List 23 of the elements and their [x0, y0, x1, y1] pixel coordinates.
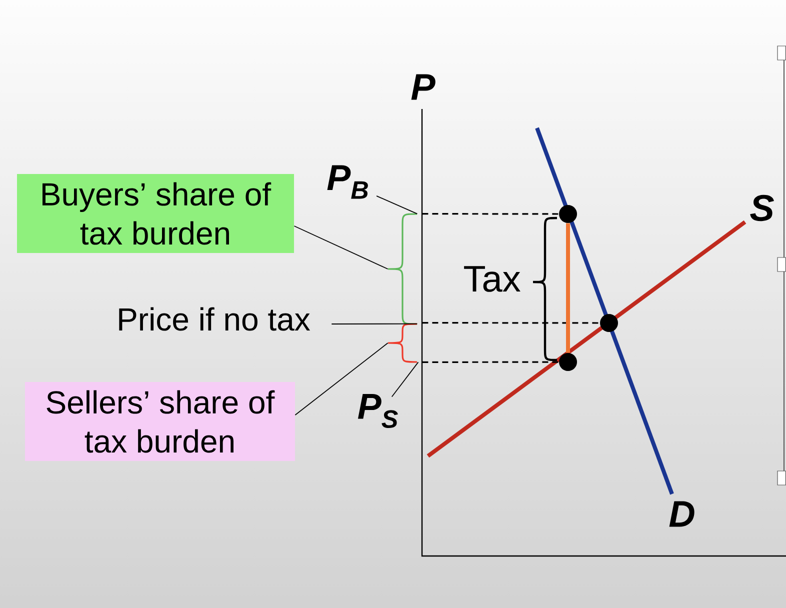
point: [559, 353, 577, 371]
tax-line: [566, 223, 570, 353]
label-box: Buyers’ share of tax burden: [17, 174, 294, 253]
brace: [387, 213, 418, 325]
guide-line: [422, 213, 559, 215]
guide-line: [422, 361, 559, 363]
guide-line: [422, 322, 600, 324]
leader-line: [294, 226, 388, 270]
label-box: Sellers’ share of tax burden: [25, 382, 295, 461]
brace: [387, 323, 418, 363]
leader-line: [294, 342, 388, 416]
leader-line: [331, 323, 418, 324]
point: [559, 205, 577, 223]
price-label: P$_{B}$: [327, 165, 368, 199]
curve-label: S: [750, 194, 774, 222]
axis-label: P: [411, 74, 436, 100]
brace-label: Tax: [464, 266, 520, 292]
point: [600, 314, 618, 332]
curve-label: D: [669, 501, 694, 527]
price-label: P$_{S}$: [358, 394, 398, 428]
leader-line: [376, 196, 418, 214]
price-label: Price if no tax: [119, 307, 310, 331]
leader-line: [391, 362, 419, 398]
